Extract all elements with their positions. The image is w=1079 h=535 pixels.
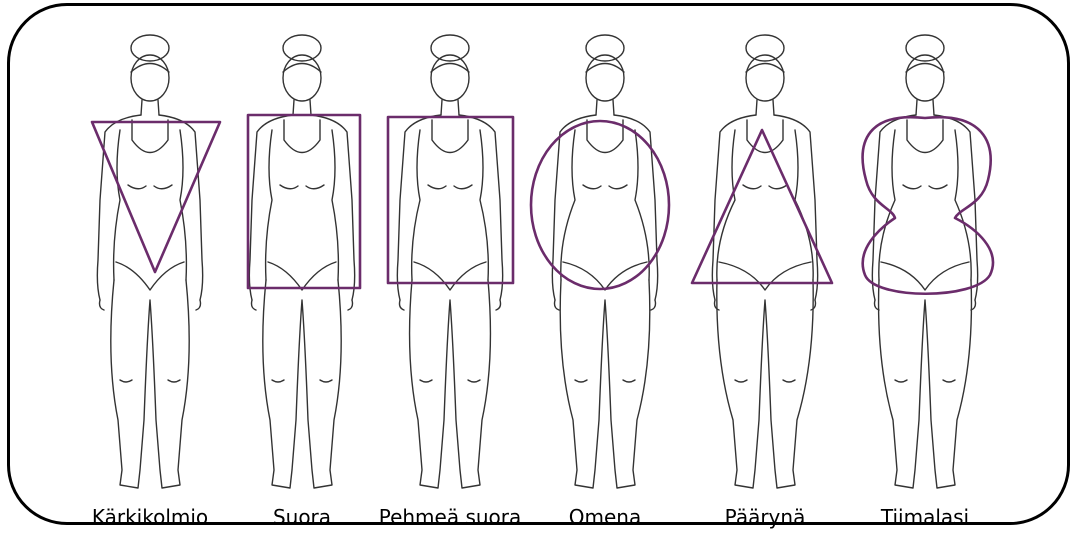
hair-bun <box>131 35 169 61</box>
legs <box>111 280 189 488</box>
label-omena: Omena <box>520 505 690 529</box>
arms <box>712 115 817 300</box>
head <box>586 55 624 101</box>
swimsuit-bottom <box>116 262 184 290</box>
hair-bun <box>586 35 624 61</box>
swimsuit-bottom <box>414 262 486 290</box>
knees <box>575 380 635 382</box>
hair-bun <box>431 35 469 61</box>
arms <box>872 115 977 300</box>
outline-rectangle-pehmea-suora <box>388 117 513 283</box>
knees <box>120 380 180 382</box>
hair-bun <box>906 35 944 61</box>
outline-rectangle-suora <box>248 115 360 288</box>
swimsuit-bottom <box>563 262 647 290</box>
hair-line <box>746 64 784 73</box>
knees <box>895 380 955 382</box>
neckline <box>907 120 943 153</box>
bust <box>743 185 787 189</box>
head <box>746 55 784 101</box>
outline-inverted-triangle <box>92 122 220 272</box>
neck <box>293 100 311 115</box>
neck <box>756 100 774 115</box>
bust <box>428 185 472 189</box>
hair-bun <box>283 35 321 61</box>
neckline <box>432 120 468 153</box>
knees <box>420 380 480 382</box>
legs <box>560 280 650 488</box>
hair-line <box>906 64 944 73</box>
bust <box>583 185 627 189</box>
hair-line <box>131 64 169 73</box>
legs <box>263 280 341 488</box>
swimsuit-bottom <box>881 262 969 290</box>
legs <box>410 280 491 488</box>
head <box>131 55 169 101</box>
figure-omena <box>552 35 657 488</box>
hair-line <box>431 64 469 73</box>
neck <box>596 100 614 115</box>
figure-tiimalasi <box>872 35 977 488</box>
legs <box>879 280 972 488</box>
bust <box>128 185 172 189</box>
label-tiimalasi: Tiimalasi <box>840 505 1010 529</box>
hair-line <box>283 64 321 73</box>
hair-line <box>586 64 624 73</box>
label-paaryna: Päärynä <box>680 505 850 529</box>
hair-bun <box>746 35 784 61</box>
knees <box>272 380 332 382</box>
neckline <box>284 120 320 153</box>
neck <box>916 100 934 115</box>
label-karkikolmio: Kärkikolmio <box>65 505 235 529</box>
outline-hourglass <box>863 117 993 294</box>
bust <box>280 185 324 189</box>
head <box>431 55 469 101</box>
arms <box>397 115 502 300</box>
knees <box>735 380 795 382</box>
figure-paaryna <box>712 35 817 488</box>
bust <box>903 185 947 189</box>
figure-pehmea-suora <box>397 35 502 488</box>
figure-suora <box>249 35 354 488</box>
swimsuit-bottom <box>719 262 811 290</box>
head <box>906 55 944 101</box>
neck <box>141 100 159 115</box>
label-pehmea-suora: Pehmeä suora <box>365 505 535 529</box>
neck <box>441 100 459 115</box>
label-suora: Suora <box>217 505 387 529</box>
legs <box>717 280 813 488</box>
neckline <box>132 120 168 153</box>
swimsuit-bottom <box>268 262 336 290</box>
head <box>283 55 321 101</box>
outline-circle <box>531 121 669 289</box>
